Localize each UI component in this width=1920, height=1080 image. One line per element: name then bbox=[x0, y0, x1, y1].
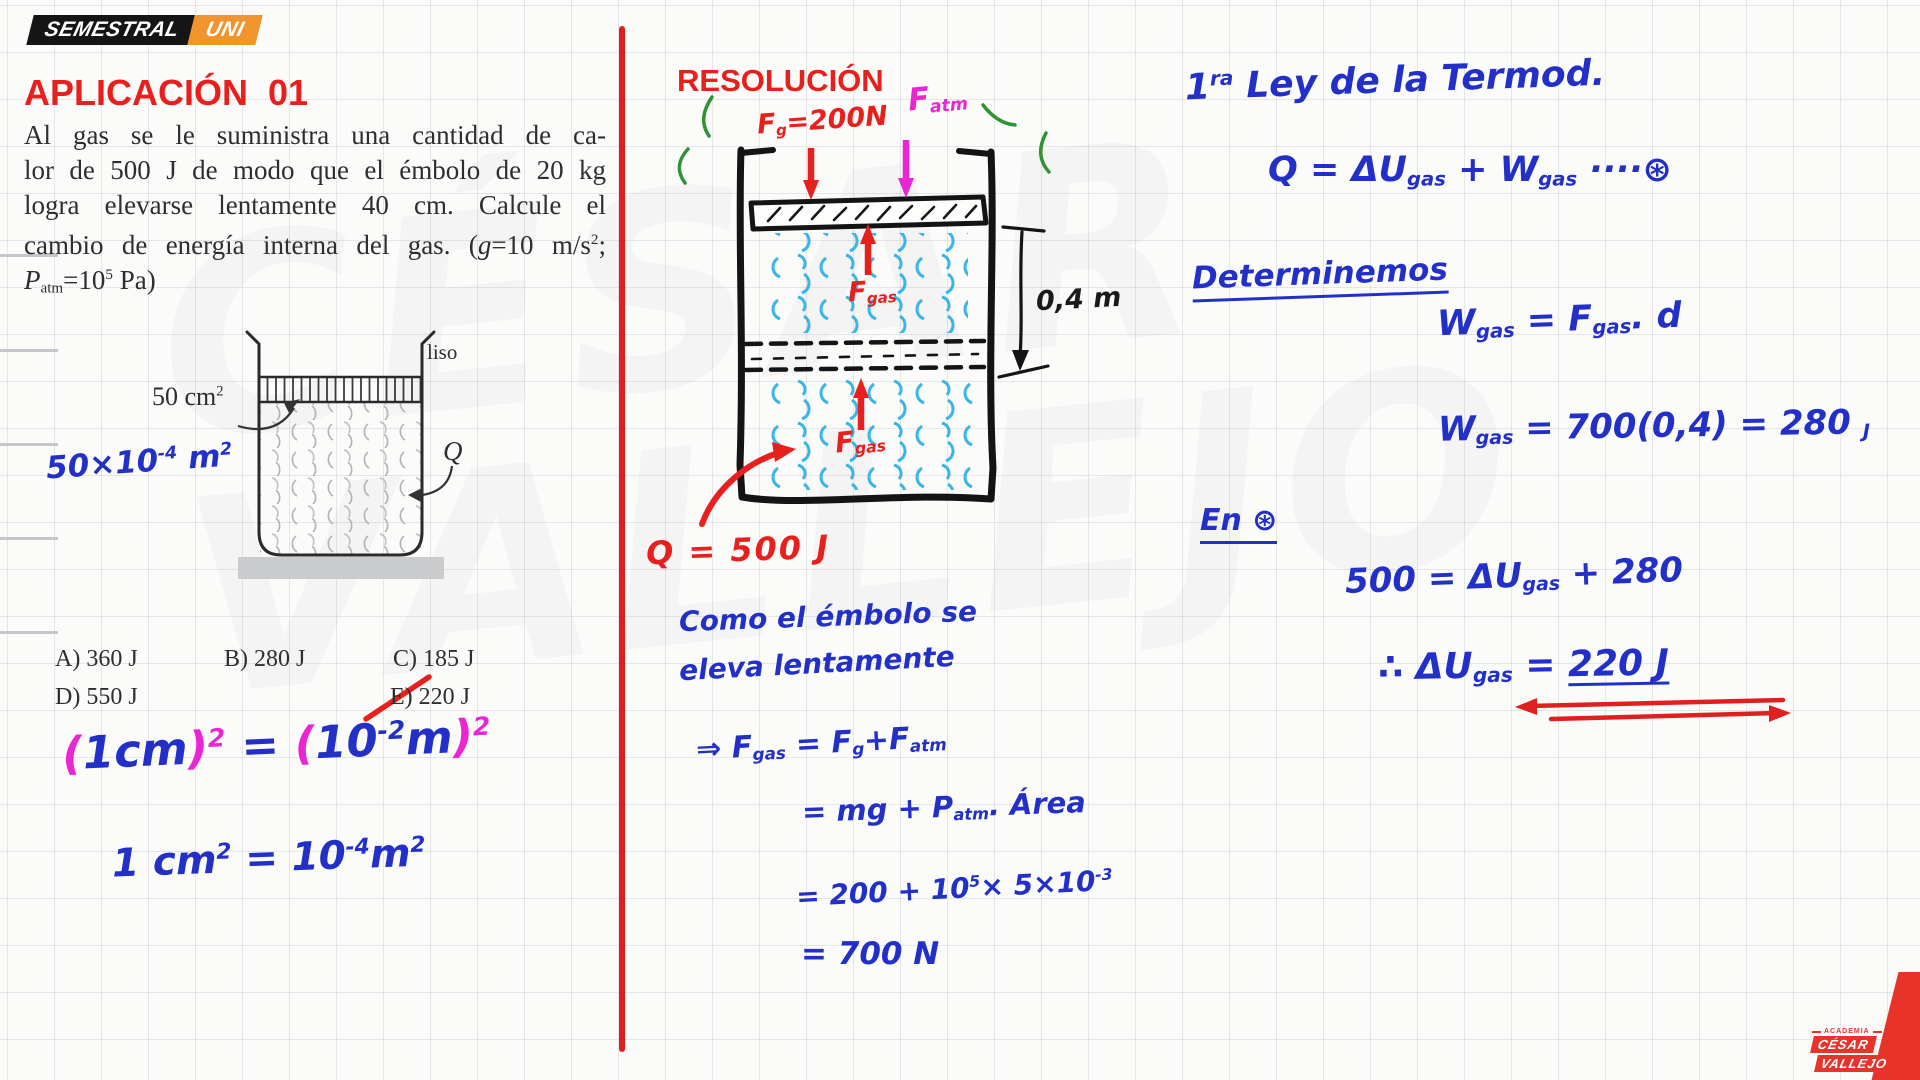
margin-tick bbox=[0, 443, 58, 446]
figure1-area-label: 50 cm2 bbox=[152, 382, 224, 411]
resolution-step4: = 700 N bbox=[801, 936, 940, 972]
figure1-area-arrow bbox=[237, 407, 295, 431]
height-dimension bbox=[997, 225, 1050, 379]
brand-logo: ACADEMIA CÉSAR VALLEJO bbox=[1810, 1028, 1894, 1073]
resolution-title: RESOLUCIÓN bbox=[677, 63, 884, 98]
figure2-gas-label-top: Fgas bbox=[847, 276, 898, 309]
firstlaw-work-value: Wgas = 700(0,4) = 280 J bbox=[1437, 402, 1871, 450]
problem-line: Patm=105 Pa) bbox=[24, 265, 156, 297]
margin-tick bbox=[0, 537, 58, 540]
green-marks bbox=[677, 95, 1051, 185]
problem-line: lor de 500 J de modo que el émbolo de 20… bbox=[24, 155, 606, 185]
figure2-handdrawn bbox=[677, 95, 1051, 527]
figure1-base bbox=[238, 557, 444, 579]
figure2-heat-label: Q = 500 J bbox=[645, 527, 831, 573]
figure1-area-arrowhead bbox=[284, 399, 300, 413]
answer-strike-line bbox=[363, 674, 432, 722]
option-a: A) 360 J bbox=[55, 646, 138, 672]
figure1-piston bbox=[257, 375, 424, 404]
option-b: B) 280 J bbox=[224, 646, 306, 672]
problem-line: cambio de energía interna del gas. (g=10… bbox=[24, 230, 606, 260]
answer-underline-arrows bbox=[1515, 697, 1791, 722]
figure2-atm-label: Fatm bbox=[906, 80, 969, 119]
figure2-piston-hatch bbox=[766, 203, 978, 223]
figure1-gas-texture bbox=[260, 402, 421, 555]
badge-semestral: SEMESTRAL bbox=[26, 15, 198, 45]
figure1-smooth-label: liso bbox=[427, 340, 458, 364]
gas-squiggles-lower bbox=[763, 380, 977, 490]
margin-tick bbox=[0, 349, 58, 352]
logo-dash bbox=[1872, 1030, 1882, 1033]
figure2-gas-label-bottom: Fgas bbox=[833, 424, 887, 460]
option-c: C) 185 J bbox=[393, 646, 475, 672]
logo-academy-label: ACADEMIA bbox=[1824, 1028, 1870, 1035]
firstlaw-work-equation: Wgas = Fgas. d bbox=[1436, 295, 1683, 345]
firstlaw-final-answer: ∴ ΔUgas = 220 J bbox=[1377, 642, 1670, 689]
figure1-heat-arrow bbox=[421, 465, 454, 497]
firstlaw-substitute-label: En ⊛ bbox=[1200, 503, 1278, 544]
firstlaw-main-equation: Q = ΔUgas + Wgas ····⊛ bbox=[1268, 150, 1672, 191]
figure1-heat-label: Q bbox=[443, 436, 463, 466]
figure1-heat-arrowhead bbox=[408, 488, 422, 502]
problem-statement: Al gas se le suministra una cantidad de … bbox=[24, 118, 606, 297]
option-e: E) 220 J bbox=[390, 684, 470, 710]
problem-line: logra elevarse lentamente 40 cm. Calcule… bbox=[24, 190, 606, 220]
force-arrows bbox=[699, 140, 914, 527]
figure1-printed-beaker bbox=[237, 330, 454, 579]
firstlaw-determine-label: Determinemos bbox=[1191, 251, 1449, 303]
figure2-piston bbox=[748, 194, 989, 232]
logo-dash bbox=[1812, 1030, 1821, 1033]
figure2-piston-dashed bbox=[743, 338, 987, 373]
figure2-height-label: 0,4 m bbox=[1035, 281, 1123, 318]
figure2-walls bbox=[736, 146, 997, 505]
problem-line: Al gas se le suministra una cantidad de … bbox=[24, 120, 606, 150]
figure1-walls bbox=[245, 330, 436, 557]
badge-uni: UNI bbox=[187, 15, 263, 45]
option-d: D) 550 J bbox=[55, 684, 138, 710]
logo-name-line1: CÉSAR bbox=[1810, 1036, 1877, 1053]
margin-tick bbox=[0, 254, 58, 257]
section-divider bbox=[619, 26, 625, 1052]
logo-name-line2: VALLEJO bbox=[1814, 1055, 1894, 1072]
height-dimension-arrowhead bbox=[1012, 350, 1029, 371]
problem-title: APLICACIÓN 01 bbox=[24, 72, 309, 113]
heat-arrow-resolution bbox=[699, 450, 781, 527]
margin-tick bbox=[0, 631, 58, 634]
